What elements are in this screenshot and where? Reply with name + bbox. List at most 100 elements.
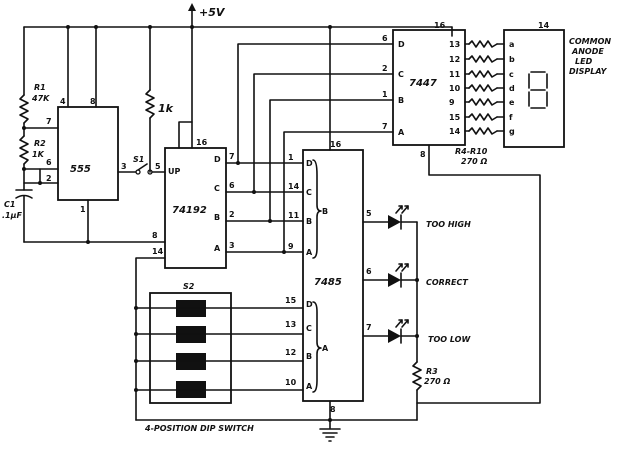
svg-text:COMMON: COMMON xyxy=(569,37,611,46)
svg-text:6: 6 xyxy=(382,34,388,43)
r2-label: R2 xyxy=(34,139,46,148)
svg-text:1: 1 xyxy=(382,90,388,99)
clock-path xyxy=(117,89,166,175)
decoder-output-pin: 12 xyxy=(449,55,460,64)
led-too-low-label: TOO LOW xyxy=(428,335,471,344)
dip-switch: S2 xyxy=(134,282,304,404)
svg-text:16: 16 xyxy=(330,140,342,149)
display-segment-pin: d xyxy=(509,84,515,93)
display-segment-pin: a xyxy=(509,40,514,49)
svg-text:7: 7 xyxy=(366,323,372,332)
decoder-output-pin: 15 xyxy=(449,113,461,122)
svg-text:7: 7 xyxy=(382,122,388,131)
svg-text:LED: LED xyxy=(575,57,593,66)
display-segment-pin: b xyxy=(509,55,515,64)
svg-text:B: B xyxy=(398,96,404,105)
svg-text:8: 8 xyxy=(90,97,96,106)
timing-network xyxy=(15,94,59,243)
svg-text:B: B xyxy=(214,213,220,222)
svg-text:13: 13 xyxy=(285,320,296,329)
svg-text:16: 16 xyxy=(434,21,446,30)
svg-text:4: 4 xyxy=(60,97,66,106)
svg-text:2: 2 xyxy=(46,174,52,183)
display-segment-pin: e xyxy=(509,98,515,107)
display-label: COMMON ANODE LED DISPLAY xyxy=(569,37,611,76)
svg-text:12: 12 xyxy=(285,348,296,357)
svg-text:A: A xyxy=(322,344,329,353)
decoder-output-pin: 9 xyxy=(449,98,455,107)
ground-rail xyxy=(135,418,418,442)
segment-resistor xyxy=(468,127,498,135)
r3-value: 270 Ω xyxy=(424,377,450,386)
counter-bus xyxy=(225,43,394,254)
svg-text:A: A xyxy=(398,128,405,137)
ground-icon xyxy=(319,428,341,442)
display-segment-pin: f xyxy=(509,113,513,122)
chip-7447-label: 7447 xyxy=(409,78,437,89)
svg-text:8: 8 xyxy=(152,231,158,240)
svg-text:A: A xyxy=(306,248,313,257)
svg-text:14: 14 xyxy=(538,21,550,30)
svg-text:ANODE: ANODE xyxy=(571,47,604,56)
chip-7485-label: 7485 xyxy=(314,277,342,288)
led-outputs: 5 6 7 xyxy=(362,205,422,421)
s1-label: S1 xyxy=(133,155,144,164)
dip-switch-caption: 4-POSITION DIP SWITCH xyxy=(144,424,254,433)
svg-text:6: 6 xyxy=(229,181,235,190)
chip-555-label: 555 xyxy=(70,164,91,175)
s2-label: S2 xyxy=(183,282,195,291)
c1-value: .1μF xyxy=(2,211,22,220)
segment-resistor xyxy=(468,113,498,121)
r3-label: R3 xyxy=(426,367,438,376)
svg-text:C: C xyxy=(306,188,312,197)
svg-text:11: 11 xyxy=(288,211,300,220)
svg-text:A: A xyxy=(214,244,221,253)
svg-text:B: B xyxy=(306,217,312,226)
svg-text:D: D xyxy=(214,155,221,164)
counter-74192: 74192 UP 5 16 D C B A 7 6 2 3 8 14 xyxy=(152,138,235,269)
svg-text:10: 10 xyxy=(285,378,297,387)
decoder-output-pin: 14 xyxy=(449,127,461,136)
r1-label: R1 xyxy=(34,83,46,92)
svg-text:C: C xyxy=(214,184,220,193)
chip-74192-label: 74192 xyxy=(172,205,207,216)
svg-text:DISPLAY: DISPLAY xyxy=(569,67,608,76)
comparator-7485: 7485 16 8 D C B A D C B A 1 14 11 9 15 1… xyxy=(285,140,364,421)
svg-text:5: 5 xyxy=(366,209,372,218)
svg-text:B: B xyxy=(322,207,328,216)
svg-text:1: 1 xyxy=(80,205,86,214)
r4-r10-label: R4-R10 xyxy=(455,147,488,156)
svg-text:C: C xyxy=(306,324,312,333)
svg-text:16: 16 xyxy=(196,138,208,147)
svg-text:5: 5 xyxy=(155,162,161,171)
svg-text:UP: UP xyxy=(168,167,180,176)
svg-text:D: D xyxy=(306,300,313,309)
svg-text:9: 9 xyxy=(288,242,294,251)
svg-text:8: 8 xyxy=(420,150,426,159)
decoder-output-pin: 13 xyxy=(449,40,460,49)
svg-text:15: 15 xyxy=(285,296,297,305)
led-correct-icon xyxy=(388,263,418,288)
decoder-output-pin: 10 xyxy=(449,84,461,93)
decoder-output-pin: 11 xyxy=(449,70,461,79)
svg-text:7: 7 xyxy=(46,117,52,126)
svg-text:3: 3 xyxy=(121,162,127,171)
svg-text:D: D xyxy=(398,40,405,49)
svg-text:C: C xyxy=(398,70,404,79)
r4-r10-value: 270 Ω xyxy=(461,157,487,166)
supply-label: +5V xyxy=(199,6,226,19)
segment-resistor xyxy=(468,98,498,106)
segment-resistor xyxy=(468,40,498,48)
svg-text:A: A xyxy=(306,382,313,391)
c1-label: C1 xyxy=(4,200,15,209)
svg-text:B: B xyxy=(306,352,312,361)
display-segment-pin: g xyxy=(509,127,515,136)
segment-resistor xyxy=(468,70,498,78)
led-display: 14 xyxy=(503,21,565,148)
power-rail xyxy=(23,3,453,151)
led-too-high-icon xyxy=(388,205,418,230)
segment-resistor xyxy=(468,55,498,63)
timer-555: 555 4 8 7 6 2 3 1 xyxy=(46,97,127,214)
